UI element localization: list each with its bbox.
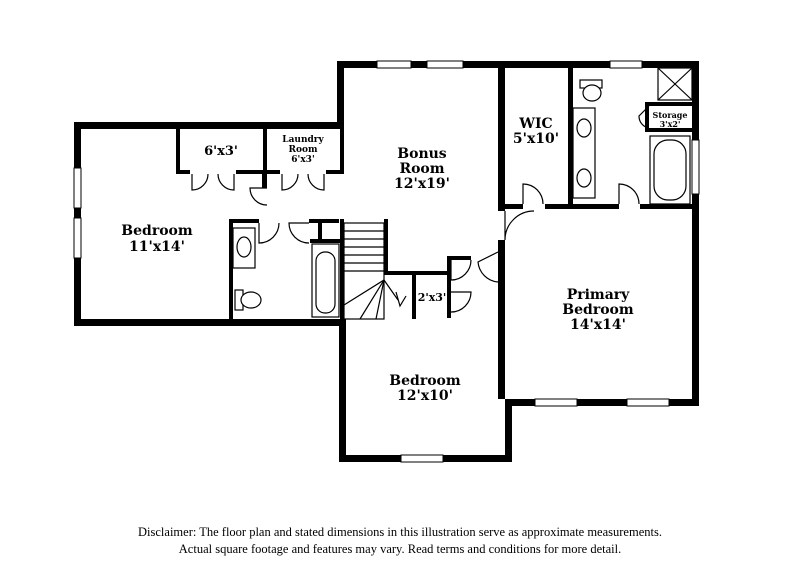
staircase (343, 222, 407, 320)
room-name: Room (288, 145, 317, 155)
hall-bath-fixtures (232, 227, 340, 318)
room-storage: Storage 3'x2' (653, 110, 688, 129)
room-primary-bedroom: Primary Bedroom 14'x14' (562, 287, 634, 333)
floor-plan: Bedroom 11'x14' 6'x3' Laundry Room 6'x3'… (73, 60, 700, 463)
room-name: Room (399, 161, 444, 177)
room-dims: 6'x3' (291, 155, 314, 165)
room-dims: 11'x14' (129, 239, 185, 255)
interior-walls (176, 68, 692, 399)
room-closet-small: 2'x3' (418, 291, 447, 304)
room-name: Bedroom (389, 373, 461, 389)
room-dims: 12'x19' (394, 176, 450, 192)
room-dims: 14'x14' (570, 317, 626, 333)
disclaimer-line-2: Actual square footage and features may v… (178, 542, 622, 556)
room-dims: 12'x10' (397, 388, 453, 404)
room-dims: 3'x2' (660, 119, 681, 129)
windows (73, 60, 700, 463)
room-dims: 6'x3' (204, 144, 238, 159)
room-bonus: Bonus Room 12'x19' (394, 146, 450, 192)
room-name: Laundry (282, 135, 324, 145)
doors (191, 105, 650, 313)
room-closet-left: 6'x3' (204, 144, 238, 159)
room-laundry: Laundry Room 6'x3' (282, 135, 324, 165)
room-name: Bedroom (121, 223, 193, 239)
room-dims: 2'x3' (418, 291, 447, 304)
room-name: Bonus (397, 146, 447, 162)
disclaimer: Disclaimer: The floor plan and stated di… (0, 524, 800, 558)
room-bedroom-left: Bedroom 11'x14' (121, 223, 193, 255)
room-dims: 5'x10' (513, 131, 559, 147)
room-name: Bedroom (562, 302, 634, 318)
room-wic: WIC 5'x10' (513, 116, 559, 147)
room-bedroom-bottom: Bedroom 12'x10' (389, 373, 461, 404)
primary-bath-fixtures (572, 67, 693, 205)
disclaimer-line-1: Disclaimer: The floor plan and stated di… (138, 525, 662, 539)
room-name: Primary (567, 287, 630, 303)
room-name: WIC (518, 116, 552, 132)
room-name: Storage (653, 110, 688, 120)
